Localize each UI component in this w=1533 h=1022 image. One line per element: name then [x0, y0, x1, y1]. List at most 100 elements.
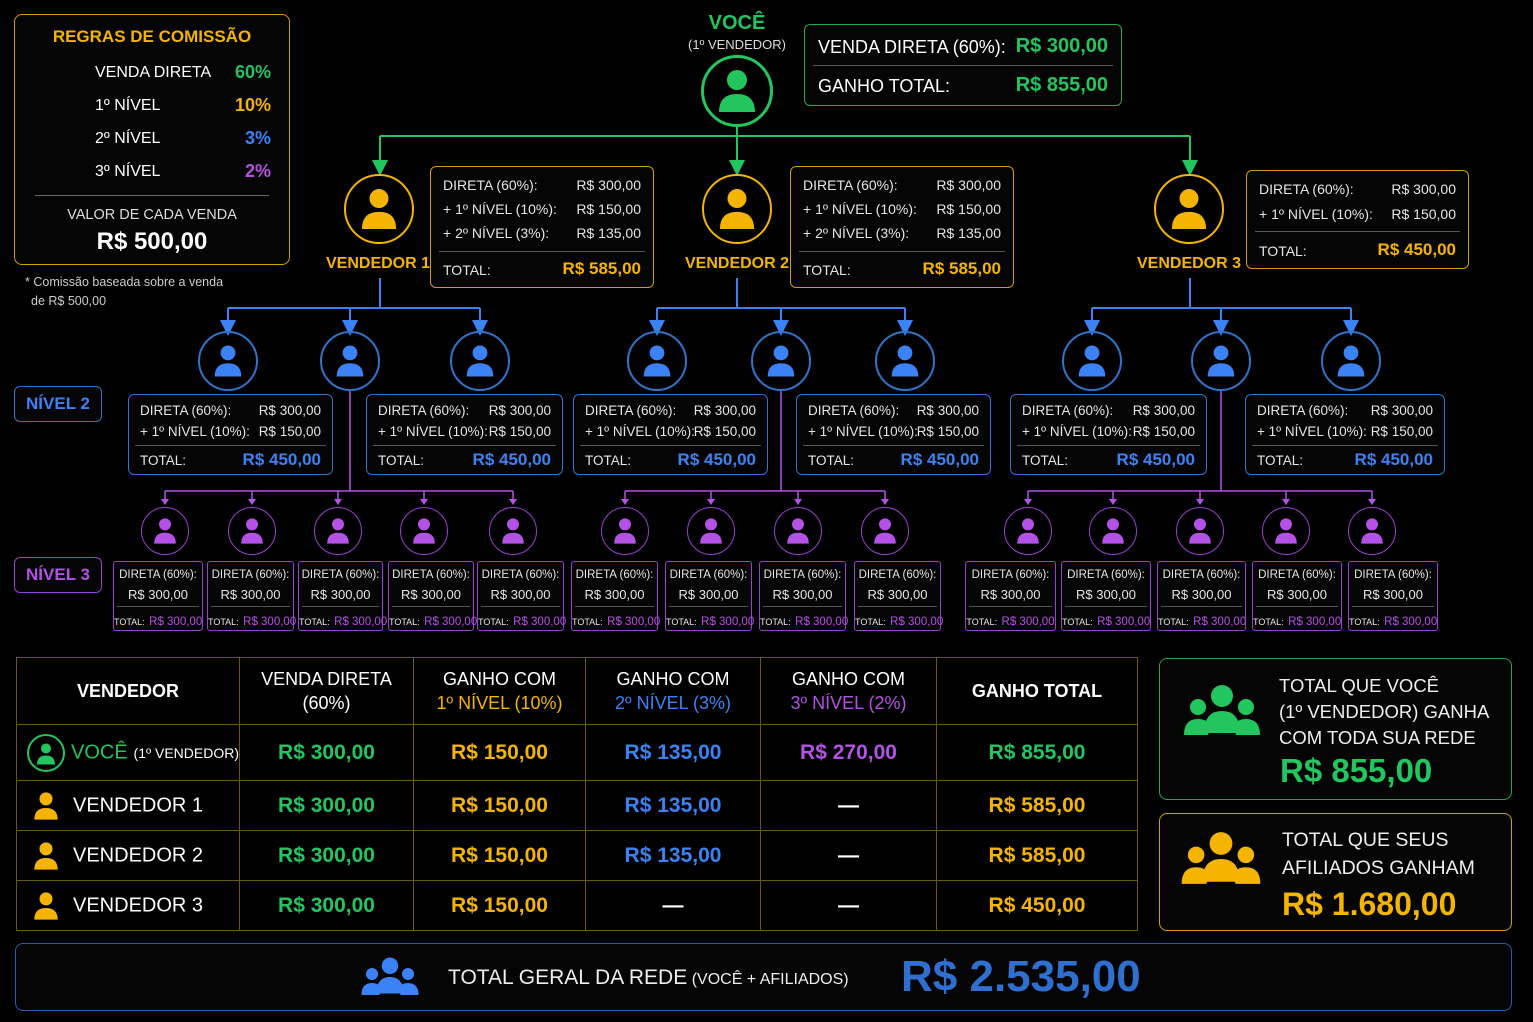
line-label: DIRETA (60%):	[858, 569, 937, 581]
header-text: 3º NÍVEL (2%)	[790, 693, 907, 713]
total-value: R$ 450,00	[1377, 240, 1456, 259]
nivel-2-avatar	[198, 331, 258, 391]
line-value: R$ 300,00	[576, 177, 641, 193]
total-value: R$ 450,00	[242, 450, 321, 469]
nivel-3-avatar	[141, 507, 189, 555]
nivel-2-avatar	[875, 331, 935, 391]
divider	[439, 251, 645, 252]
line-label: DIRETA (60%):	[1067, 569, 1145, 581]
row-name: VENDEDOR 3	[16, 880, 240, 931]
line-value: R$ 300,00	[128, 587, 188, 602]
line-label: + 1º NÍVEL (10%):	[1257, 424, 1367, 439]
nivel-2-card: DIRETA (60%):R$ 300,00+ 1º NÍVEL (10%):R…	[366, 394, 563, 475]
summary-affiliates-box: TOTAL QUE SEUS AFILIADOS GANHAM R$ 1.680…	[1159, 813, 1512, 931]
header-text: GANHO COM	[616, 669, 730, 689]
user-icon	[413, 518, 435, 544]
vendedor-2-card: DIRETA (60%): R$ 300,00 + 1º NÍVEL (10%)…	[790, 166, 1014, 288]
line-value: R$ 300,00	[310, 587, 371, 602]
cell: —	[760, 780, 937, 831]
divider	[799, 251, 1005, 252]
note-line-2: de R$ 500,00	[31, 294, 107, 308]
line-value: R$ 150,00	[936, 201, 1001, 217]
user-icon	[643, 345, 671, 377]
total-value: R$ 450,00	[1116, 450, 1195, 469]
total-label: TOTAL:	[443, 262, 491, 278]
line-value: R$ 150,00	[1391, 206, 1456, 222]
line-value: R$ 150,00	[576, 201, 641, 217]
divider	[803, 445, 984, 446]
divider	[1352, 606, 1434, 607]
user-icon	[700, 518, 722, 544]
line-label: DIRETA (60%):	[1354, 569, 1432, 581]
line-label: DIRETA (60%):	[1257, 403, 1349, 418]
line-label: DIRETA (60%):	[808, 403, 900, 418]
total-value: R$ 450,00	[472, 450, 551, 469]
total-value: R$ 300,00	[334, 616, 388, 628]
voce-direct-label: VENDA DIRETA (60%):	[818, 37, 1006, 57]
divider	[575, 606, 654, 607]
cell: R$ 585,00	[936, 780, 1138, 831]
voce-total-value: R$ 855,00	[1015, 74, 1108, 96]
divider	[1065, 606, 1147, 607]
line-value: R$ 300,00	[1391, 181, 1456, 197]
vendedor-3-card: DIRETA (60%): R$ 300,00 + 1º NÍVEL (10%)…	[1246, 170, 1469, 269]
nivel-2-avatar	[1191, 331, 1251, 391]
cell: R$ 300,00	[239, 780, 414, 831]
nivel-3-avatar	[861, 507, 909, 555]
nivel-3-avatar	[1089, 507, 1137, 555]
total-value: R$ 300,00	[1384, 616, 1438, 628]
total-value: R$ 300,00	[890, 616, 944, 628]
group-icon	[361, 957, 419, 995]
user-icon	[466, 345, 494, 377]
divider	[1256, 606, 1338, 607]
total-label: TOTAL:	[1349, 617, 1380, 627]
line-label: DIRETA (60%):	[119, 569, 197, 581]
grand-sub: (VOCÊ + AFILIADOS)	[691, 971, 849, 988]
cell: R$ 585,00	[936, 830, 1138, 881]
nivel-3-avatar	[1262, 507, 1310, 555]
total-label: TOTAL:	[666, 617, 697, 627]
nivel-2-card: DIRETA (60%):R$ 300,00+ 1º NÍVEL (10%):R…	[573, 394, 768, 475]
total-label: TOTAL:	[114, 617, 145, 627]
line-label: DIRETA (60%):	[301, 569, 380, 581]
divider	[392, 606, 470, 607]
divider	[763, 606, 842, 607]
line-label: DIRETA (60%):	[1258, 569, 1336, 581]
nivel-3-avatar	[314, 507, 362, 555]
rule-label: 1º NÍVEL	[95, 96, 161, 114]
user-icon	[891, 345, 919, 377]
cell: R$ 300,00	[239, 724, 414, 781]
total-value: R$ 300,00	[1097, 616, 1151, 628]
cell: R$ 150,00	[413, 830, 586, 881]
total-value: R$ 450,00	[900, 450, 979, 469]
voce-subtitle: (1º VENDEDOR)	[688, 37, 786, 52]
line-value: R$ 135,00	[576, 225, 641, 241]
voce-avatar	[701, 55, 773, 127]
cell: R$ 135,00	[585, 780, 761, 831]
value-label: VALOR DE CADA VENDA	[67, 207, 237, 223]
cell: R$ 270,00	[760, 724, 937, 781]
line-label: DIRETA (60%):	[211, 569, 290, 581]
rule-pct: 10%	[234, 95, 271, 115]
user-icon	[1207, 345, 1235, 377]
nivel-3-avatar	[1004, 507, 1052, 555]
user-icon	[1337, 345, 1365, 377]
total-label: TOTAL:	[760, 617, 791, 627]
cell: R$ 150,00	[413, 724, 586, 781]
vendedor-1-card: DIRETA (60%): R$ 300,00 + 1º NÍVEL (10%)…	[430, 166, 654, 288]
user-icon	[336, 345, 364, 377]
header-text: VENDEDOR	[76, 681, 179, 701]
total-label: TOTAL:	[808, 453, 855, 468]
user-icon	[34, 791, 58, 820]
line-label: DIRETA (60%):	[763, 569, 842, 581]
line-value: R$ 150,00	[488, 424, 551, 439]
line-label: + 2º NÍVEL (3%):	[803, 225, 910, 241]
user-icon	[719, 70, 755, 112]
user-icon	[34, 841, 58, 870]
divider	[969, 606, 1052, 607]
user-icon	[874, 518, 896, 544]
